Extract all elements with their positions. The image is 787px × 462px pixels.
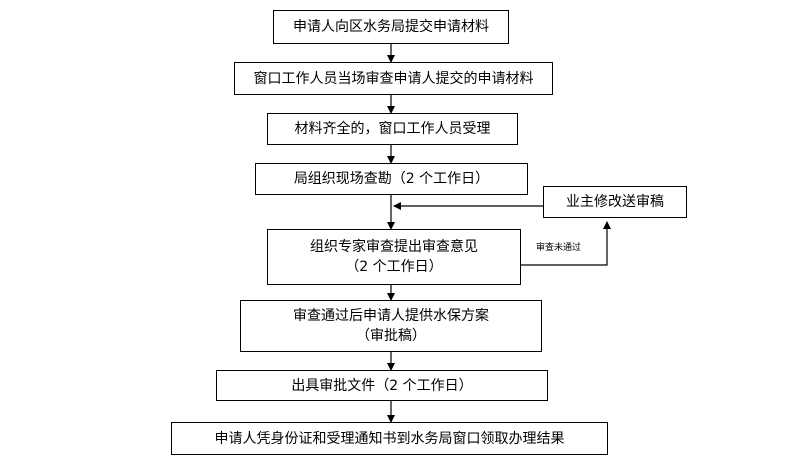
step-submit-plan: 审查通过后申请人提供水保方案 （审批稿） (240, 300, 542, 352)
step-window-review: 窗口工作人员当场审查申请人提交的申请材料 (234, 62, 553, 95)
arrow-reject-to-revision (520, 221, 611, 266)
revision-label: 业主修改送审稿 (566, 194, 664, 210)
step-site-survey: 局组织现场查勘（2 个工作日） (255, 163, 528, 195)
step-label-line-2: （审批稿） (356, 328, 426, 344)
step-label: 材料齐全的，窗口工作人员受理 (294, 121, 491, 137)
step-label-line-1: 组织专家审查提出审查意见 (310, 239, 478, 255)
step-label: 窗口工作人员当场审查申请人提交的申请材料 (253, 70, 534, 87)
step-label: 申请人向区水务局提交申请材料 (293, 19, 489, 35)
step-submit-materials: 申请人向区水务局提交申请材料 (273, 10, 509, 44)
rejection-note: 审查未通过 (536, 243, 582, 253)
step-accept: 材料齐全的，窗口工作人员受理 (267, 113, 518, 145)
step-expert-review: 组织专家审查提出审查意见 （2 个工作日） (267, 229, 521, 285)
step-label: 局组织现场查勘（2 个工作日） (293, 171, 490, 187)
step-label-line-2: （2 个工作日） (345, 259, 443, 275)
step-label-line-1: 审查通过后申请人提供水保方案 (293, 308, 489, 324)
step-issue-approval: 出具审批文件（2 个工作日） (216, 370, 548, 401)
step-collect-result: 申请人凭身份证和受理通知书到水务局窗口领取办理结果 (171, 422, 608, 455)
revision-box: 业主修改送审稿 (543, 186, 687, 218)
step-label: 申请人凭身份证和受理通知书到水务局窗口领取办理结果 (214, 430, 565, 447)
step-label: 出具审批文件（2 个工作日） (291, 377, 473, 394)
